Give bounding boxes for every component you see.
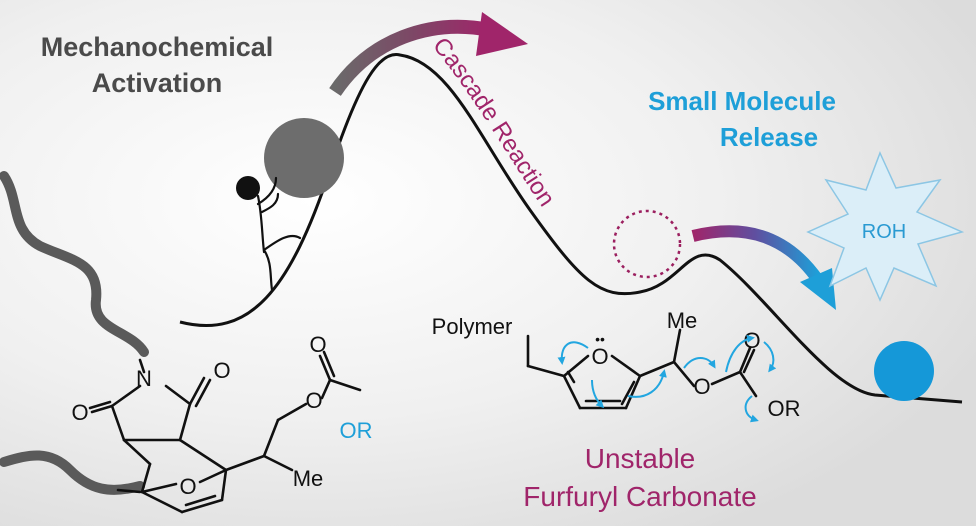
left-me: Me xyxy=(293,466,324,491)
release-title-line1: Small Molecule xyxy=(648,86,836,116)
empty-position-circle xyxy=(612,209,682,279)
right-o-ring: O xyxy=(591,344,608,369)
polymer-label: Polymer xyxy=(432,314,513,339)
right-or: OR xyxy=(768,396,801,421)
electron-arrows xyxy=(557,334,777,423)
right-me: Me xyxy=(667,308,698,333)
left-o-left: O xyxy=(71,400,88,425)
left-or: OR xyxy=(340,418,373,443)
right-molecule xyxy=(526,328,758,410)
left-n: N xyxy=(136,366,152,391)
activation-arrow xyxy=(329,19,492,97)
unstable-line2: Furfuryl Carbonate xyxy=(523,481,756,512)
blue-ball xyxy=(874,341,934,401)
left-molecule xyxy=(88,350,362,514)
unstable-line1: Unstable xyxy=(585,443,696,474)
right-o-ester: O xyxy=(693,374,710,399)
polymer-strand-top xyxy=(0,171,149,357)
release-title-line2: Release xyxy=(720,122,818,152)
energy-landscape-curve xyxy=(179,52,963,404)
gray-ball xyxy=(264,118,344,198)
right-lone-pair: •• xyxy=(595,331,605,347)
left-o-ester: O xyxy=(305,388,322,413)
stick-figure-icon xyxy=(236,176,302,292)
left-o-carbonyl: O xyxy=(309,332,326,357)
release-arrow xyxy=(691,225,823,284)
mechano-title-line2: Activation xyxy=(92,68,223,98)
left-o-bridge: O xyxy=(179,474,196,499)
left-o-top: O xyxy=(213,358,230,383)
roh-starburst xyxy=(806,151,965,302)
roh-label: ROH xyxy=(862,221,906,243)
release-arrow-head xyxy=(800,268,836,310)
activation-arrow-head xyxy=(476,12,528,56)
polymer-strand-bottom xyxy=(0,450,145,495)
mechano-title-line1: Mechanochemical xyxy=(41,32,274,62)
